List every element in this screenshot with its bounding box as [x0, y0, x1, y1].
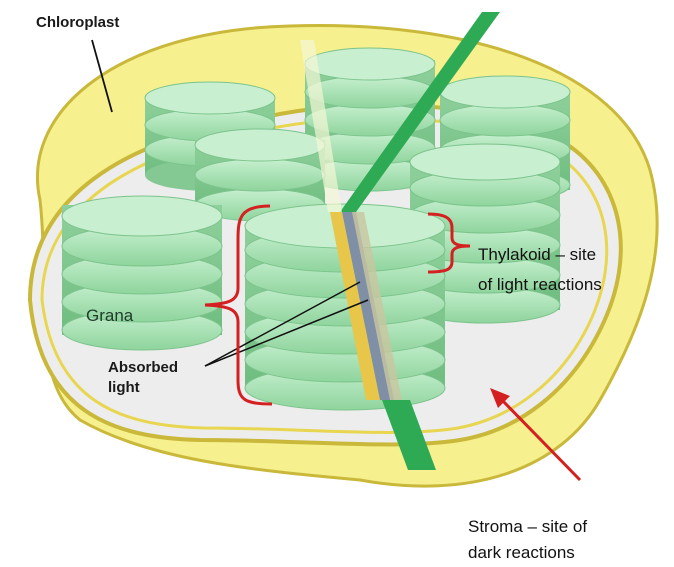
- grana-label: Grana: [86, 306, 133, 326]
- thylakoid-line-2: of light reactions: [478, 270, 602, 300]
- stroma-line-2: dark reactions: [468, 540, 587, 566]
- stroma-line-1: Stroma – site of: [468, 514, 587, 540]
- chloroplast-label: Chloroplast: [36, 14, 119, 31]
- stroma-label: Stroma – site of dark reactions: [468, 514, 587, 566]
- absorbed-light-label: Absorbed light: [108, 358, 178, 398]
- absorbed-light-line-2: light: [108, 378, 178, 398]
- thylakoid-line-1: Thylakoid – site: [478, 240, 602, 270]
- absorbed-light-line-1: Absorbed: [108, 358, 178, 378]
- thylakoid-label: Thylakoid – site of light reactions: [478, 240, 602, 300]
- granum-stack-left: [62, 196, 222, 350]
